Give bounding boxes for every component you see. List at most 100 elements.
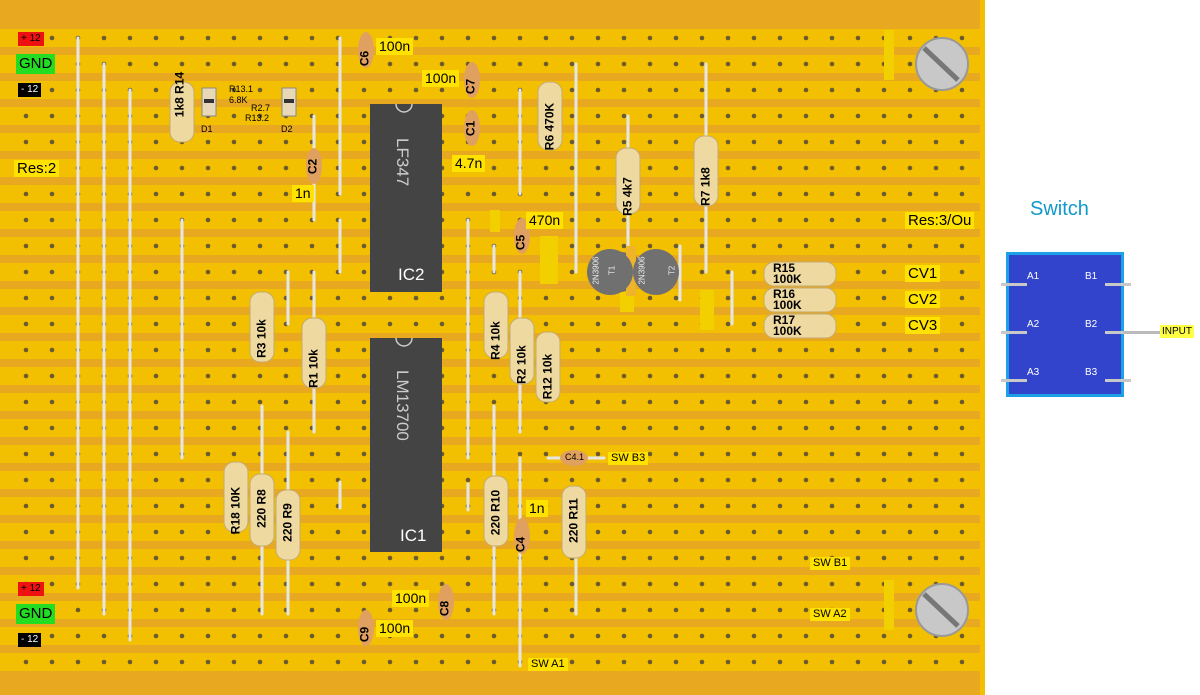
hole xyxy=(361,477,367,483)
hole xyxy=(933,399,939,405)
hole xyxy=(127,61,133,67)
hole xyxy=(725,477,731,483)
hole xyxy=(205,347,211,353)
copper-strip xyxy=(0,653,980,671)
hole xyxy=(881,165,887,171)
hole xyxy=(543,35,549,41)
hole xyxy=(881,633,887,639)
hole xyxy=(777,61,783,67)
hole xyxy=(595,633,601,639)
hole xyxy=(803,87,809,93)
hole xyxy=(621,529,627,535)
hole xyxy=(621,373,627,379)
hole xyxy=(205,451,211,457)
hole xyxy=(959,581,965,587)
hole xyxy=(699,659,705,665)
hole xyxy=(777,35,783,41)
hole xyxy=(855,477,861,483)
hole xyxy=(803,425,809,431)
pin-b2-lead xyxy=(1105,331,1131,334)
hole xyxy=(673,633,679,639)
hole xyxy=(595,165,601,171)
hole xyxy=(777,87,783,93)
t2-ref-label: T2 xyxy=(667,265,677,276)
hole xyxy=(491,191,497,197)
input-label: INPUT xyxy=(1160,325,1194,338)
hole xyxy=(569,347,575,353)
hole xyxy=(803,139,809,145)
hole xyxy=(231,35,237,41)
hole xyxy=(855,399,861,405)
hole xyxy=(855,139,861,145)
r18-ref: R18 xyxy=(228,512,243,535)
hole xyxy=(465,633,471,639)
r3-label: R3 10k xyxy=(255,309,269,369)
hole xyxy=(543,425,549,431)
r16-ref: R16 xyxy=(773,287,796,301)
hole xyxy=(699,581,705,587)
hole xyxy=(777,217,783,223)
hole xyxy=(855,295,861,301)
hole xyxy=(595,243,601,249)
hole xyxy=(465,191,471,197)
hole xyxy=(673,477,679,483)
hole xyxy=(335,373,341,379)
hole xyxy=(777,607,783,613)
hole xyxy=(647,555,653,561)
hole xyxy=(283,243,289,249)
hole xyxy=(647,61,653,67)
hole xyxy=(777,373,783,379)
hole xyxy=(829,61,835,67)
hole xyxy=(621,607,627,613)
pin-b1-label: B1 xyxy=(1085,271,1098,282)
hole xyxy=(621,425,627,431)
hole xyxy=(725,659,731,665)
hole xyxy=(465,607,471,613)
hole xyxy=(153,61,159,67)
c2-ref: C2 xyxy=(305,158,320,175)
hole xyxy=(829,399,835,405)
hole xyxy=(751,503,757,509)
hole xyxy=(751,399,757,405)
hole xyxy=(23,321,29,327)
hole xyxy=(23,295,29,301)
hole xyxy=(933,659,939,665)
hole xyxy=(231,607,237,613)
hole xyxy=(595,425,601,431)
hole xyxy=(283,139,289,145)
hole xyxy=(569,399,575,405)
hole xyxy=(881,347,887,353)
hole xyxy=(569,191,575,197)
hole xyxy=(569,581,575,587)
hole xyxy=(673,607,679,613)
r9-label: 220 R9 xyxy=(281,493,295,553)
hole xyxy=(933,139,939,145)
hole xyxy=(543,191,549,197)
hole xyxy=(153,87,159,93)
r14-ref: R14 xyxy=(172,71,187,94)
c4-value: 1n xyxy=(526,500,548,517)
hole xyxy=(387,295,393,301)
r4-label: R4 10k xyxy=(489,311,503,371)
hole xyxy=(231,87,237,93)
hole xyxy=(673,191,679,197)
hole xyxy=(595,659,601,665)
hole xyxy=(205,35,211,41)
hole xyxy=(907,503,913,509)
hole xyxy=(543,451,549,457)
hole xyxy=(283,191,289,197)
hole xyxy=(855,633,861,639)
hole xyxy=(803,607,809,613)
hole xyxy=(777,243,783,249)
copper-strips xyxy=(0,29,980,671)
hole xyxy=(699,477,705,483)
hole xyxy=(205,243,211,249)
hole xyxy=(595,87,601,93)
hole xyxy=(49,191,55,197)
hole xyxy=(101,659,107,665)
hole xyxy=(959,191,965,197)
hole xyxy=(881,87,887,93)
hole xyxy=(647,425,653,431)
hole xyxy=(803,217,809,223)
hole xyxy=(283,35,289,41)
